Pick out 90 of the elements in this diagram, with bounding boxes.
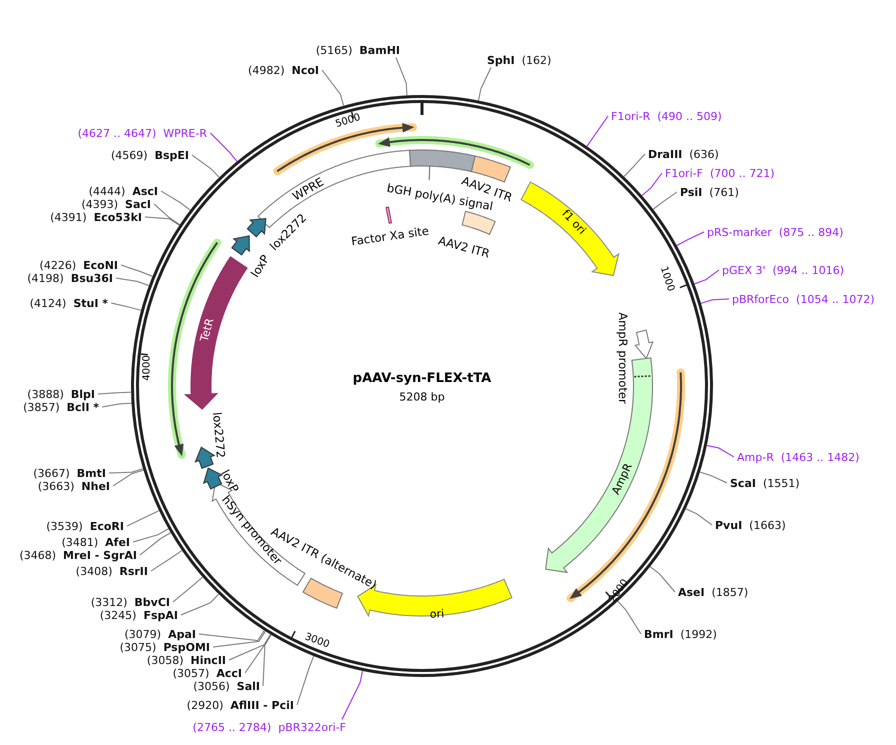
feature-segment: TetR [184, 256, 248, 410]
leader-line [676, 232, 704, 246]
leader-line [478, 67, 492, 101]
site-label: (3663) NheI [38, 480, 110, 492]
site-label: F1ori-R (490 .. 509) [611, 110, 722, 122]
leader-line [700, 472, 728, 484]
leader-line [700, 298, 730, 304]
site-label: (4226) EcoNI [40, 258, 118, 272]
leader-line [132, 528, 169, 542]
site-label: SphI (162) [487, 54, 552, 66]
site-label: PvuI (1663) [715, 518, 786, 532]
orf-indicator [375, 136, 534, 169]
site-label: (4982) NcoI [248, 64, 319, 76]
leader-line [210, 132, 238, 162]
site-label: (3539) EcoRI [46, 520, 124, 532]
site-label: DraIII (636) [648, 148, 719, 160]
tick-label: 3000 [303, 631, 331, 651]
site-label: (5165) BamHI [316, 44, 400, 56]
site-label: F1ori-F (700 .. 721) [665, 166, 774, 180]
leader-line [192, 154, 220, 178]
site-label: pBRforEco (1054 .. 1072) [732, 292, 875, 306]
site-label: (4627 .. 4647) WPRE-R [78, 126, 207, 140]
site-label: (3057) AccI [172, 666, 242, 680]
leader-line [342, 670, 363, 720]
tick-label: 1000 [658, 265, 676, 293]
leader-line [212, 630, 266, 648]
site-label: (4124) StuI * [30, 296, 108, 310]
site-label: pRS-marker (875 .. 894) [707, 226, 844, 238]
leader-line [144, 216, 180, 226]
leader-line [706, 445, 734, 458]
leader-line [296, 656, 314, 706]
leader-line [694, 270, 720, 284]
site-label: BmrI (1992) [644, 628, 717, 640]
leader-line [160, 190, 191, 211]
leader-line [126, 510, 160, 526]
tick-label: 5000 [334, 112, 362, 130]
leader-line [140, 532, 172, 556]
leader-line [154, 204, 180, 226]
plasmid-name: pAAV-syn-FLEX-tTA [352, 371, 492, 386]
site-label: (2765 .. 2784) pBR322ori-F [192, 720, 346, 734]
leader-line [198, 630, 265, 642]
site-label: ScaI (1551) [730, 476, 800, 490]
feature-segment: lox2272 [194, 412, 228, 469]
leader-line [652, 192, 678, 210]
leader-line [642, 172, 662, 196]
site-label: (4391) Eco53kI [50, 210, 142, 224]
leader-line [624, 154, 646, 177]
site-label: (4198) Bsu36I [27, 272, 113, 284]
leader-line [110, 302, 142, 311]
site-label: AseI (1857) [678, 586, 748, 598]
leader-line [112, 470, 144, 486]
leader-line [180, 594, 220, 616]
leader-line [102, 402, 132, 408]
site-label: (3408) RsrII [76, 564, 148, 578]
tick-label: 4000 [142, 355, 152, 381]
leader-line [150, 550, 182, 572]
leader-line [98, 392, 132, 394]
site-label: (4444) AscI [88, 184, 158, 198]
site-label: (3312) BbvCI [90, 596, 170, 608]
site-label: pGEX 3' (994 .. 1016) [722, 264, 844, 276]
leader-line [228, 634, 271, 660]
leader-line [172, 576, 204, 602]
site-label: (3056) SalI [193, 680, 260, 692]
site-label: (3667) BmtI [33, 466, 106, 480]
leader-line [120, 264, 153, 277]
leader-line [617, 600, 642, 634]
site-label: (3075) PspOMI [120, 640, 210, 654]
leader-line [262, 634, 272, 686]
site-label: (3245) FspAI [100, 608, 178, 622]
feature-box: AAV2 ITR [436, 210, 496, 261]
site-label: (3058) HincII [146, 654, 226, 666]
site-label: (2920) AflIII - PciI [186, 698, 294, 712]
leader-line [108, 468, 144, 474]
leader-line [650, 566, 676, 592]
site-label: (4569) BspEI [111, 148, 189, 162]
leader-line [322, 70, 344, 106]
site-label: Amp-R (1463 .. 1482) [737, 450, 860, 464]
site-label: (4393) SacI [81, 198, 151, 210]
leader-line [685, 508, 712, 526]
sequence-length: 5208 bp [399, 390, 445, 404]
leader-line [586, 116, 608, 147]
site-label: (3481) AfeI [62, 536, 130, 548]
site-label: (3079) ApaI [124, 628, 196, 640]
leader-line [244, 634, 272, 674]
site-label: (3888) BlpI [27, 388, 95, 400]
site-label: PsiI (761) [680, 186, 739, 198]
site-label: (3468) MreI - SgrAI [19, 548, 137, 562]
leader-line [396, 57, 408, 96]
leader-line [116, 278, 150, 286]
site-label: (3857) BclI * [23, 400, 99, 414]
